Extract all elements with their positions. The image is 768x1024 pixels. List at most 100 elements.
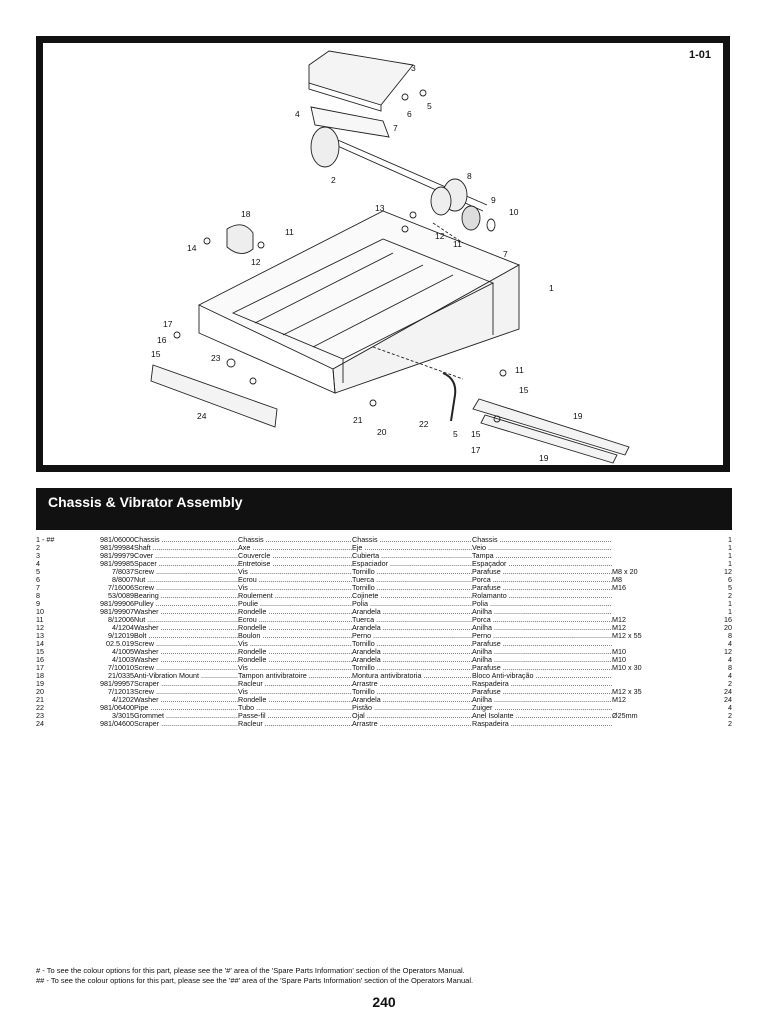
parts-cell-pt: Veio [472,544,612,552]
callout-number: 19 [539,453,549,463]
parts-cell-size: M12 x 55 [612,632,642,640]
parts-cell-code: 7/10010 [108,664,134,672]
callout-number: 3 [411,63,416,73]
parts-row: 1 - ##981/06000ChassisChassisChassisChas… [36,536,732,544]
parts-cell-fr: Passe-fil [238,712,352,720]
parts-cell-fr: Racleur [238,720,352,728]
parts-cell-code: 21/0335 [108,672,134,680]
parts-cell-idx: 7 [36,584,40,592]
parts-row: 124/1204WasherRondelleArandelaAnilhaM122… [36,624,732,632]
callout-number: 13 [375,203,385,213]
parts-cell-es: Pistão [352,704,472,712]
parts-cell-pt: Espaçador [472,560,612,568]
parts-cell-pt: Anilha [472,624,612,632]
parts-cell-idx: 14 [36,640,44,648]
parts-cell-idx: 10 [36,608,44,616]
callout-number: 7 [393,123,398,133]
callout-number: 20 [377,427,387,437]
parts-cell-qty: 16 [724,616,732,624]
parts-cell-size: M10 [612,656,626,664]
parts-cell-qty: 24 [724,696,732,704]
callout-number: 4 [295,109,300,119]
parts-row: 68/8007NutEcrouTuercaPorcaM86 [36,576,732,584]
parts-cell-fr: Tampon antivibratoire [238,672,352,680]
parts-cell-en: Nut [134,576,238,584]
parts-cell-en: Shaft [134,544,238,552]
parts-cell-fr: Tubo [238,704,352,712]
parts-cell-es: Espaciador [352,560,472,568]
parts-cell-pt: Rolamanto [472,592,612,600]
parts-cell-size: M12 [612,616,626,624]
parts-cell-en: Screw [134,664,238,672]
parts-cell-qty: 24 [724,688,732,696]
parts-row: 853/0089BearingRoulementCojineteRolamant… [36,592,732,600]
parts-cell-qty: 12 [724,648,732,656]
parts-cell-size: M12 [612,624,626,632]
parts-row: 19981/99957ScraperRacleurArrastreRaspade… [36,680,732,688]
parts-cell-qty: 4 [728,672,732,680]
parts-cell-pt: Anilha [472,648,612,656]
parts-cell-en: Scraper [134,720,238,728]
callout-number: 24 [197,411,207,421]
parts-cell-code: 981/99957 [100,680,134,688]
callout-number: 1 [549,283,554,293]
parts-cell-es: Arandela [352,696,472,704]
parts-cell-es: Polia [352,600,472,608]
parts-cell-es: Montura antivibratoria [352,672,472,680]
callout-number: 17 [471,445,481,455]
callout-number: 11 [453,239,462,249]
parts-cell-qty: 20 [724,624,732,632]
parts-cell-fr: Vis [238,584,352,592]
parts-cell-es: Eje [352,544,472,552]
parts-cell-qty: 1 [728,608,732,616]
callout-number: 15 [151,349,161,359]
parts-cell-code: 4/1202 [112,696,134,704]
parts-cell-qty: 5 [728,584,732,592]
parts-cell-es: Arandela [352,624,472,632]
callout-number: 12 [251,257,261,267]
parts-row: 24981/04600ScraperRacleurArrastreRaspade… [36,720,732,728]
parts-cell-en: Washer [134,696,238,704]
parts-cell-en: Washer [134,648,238,656]
parts-cell-en: Screw [134,640,238,648]
parts-cell-es: Tornillo [352,664,472,672]
parts-list: 1 - ##981/06000ChassisChassisChassisChas… [36,536,732,728]
parts-cell-qty: 8 [728,664,732,672]
parts-cell-es: Cubierta [352,552,472,560]
callout-number: 22 [419,419,429,429]
parts-cell-code: 53/0089 [108,592,134,600]
parts-cell-qty: 2 [728,680,732,688]
parts-cell-en: Grommet [134,712,238,720]
parts-cell-size: M10 x 30 [612,664,642,672]
callout-number: 11 [515,365,524,375]
parts-row: 139/12019BoltBoulonPernoPernoM12 x 558 [36,632,732,640]
parts-cell-code: 981/99985 [100,560,134,568]
parts-cell-es: Chassis [352,536,472,544]
parts-cell-idx: 2 [36,544,40,552]
footnote-single: # - To see the colour options for this p… [36,966,465,975]
parts-cell-en: Bearing [134,592,238,600]
parts-cell-code: 4/1005 [112,648,134,656]
callout-number: 5 [427,101,432,111]
parts-cell-en: Bolt [134,632,238,640]
parts-row: 207/12013ScrewVisTornilloParafuseM12 x 3… [36,688,732,696]
callout-number: 15 [471,429,481,439]
parts-cell-pt: Anilha [472,696,612,704]
callout-number: 14 [187,243,197,253]
parts-cell-pt: Chassis [472,536,612,544]
parts-cell-es: Tornillo [352,568,472,576]
parts-cell-en: Anti-Vibration Mount [134,672,238,680]
callout-number: 18 [241,209,251,219]
parts-cell-fr: Rondelle [238,624,352,632]
parts-cell-fr: Ecrou [238,576,352,584]
parts-cell-size: M12 [612,696,626,704]
parts-cell-idx: 13 [36,632,44,640]
parts-cell-en: Nut [134,616,238,624]
callout-number: 11 [285,227,294,237]
